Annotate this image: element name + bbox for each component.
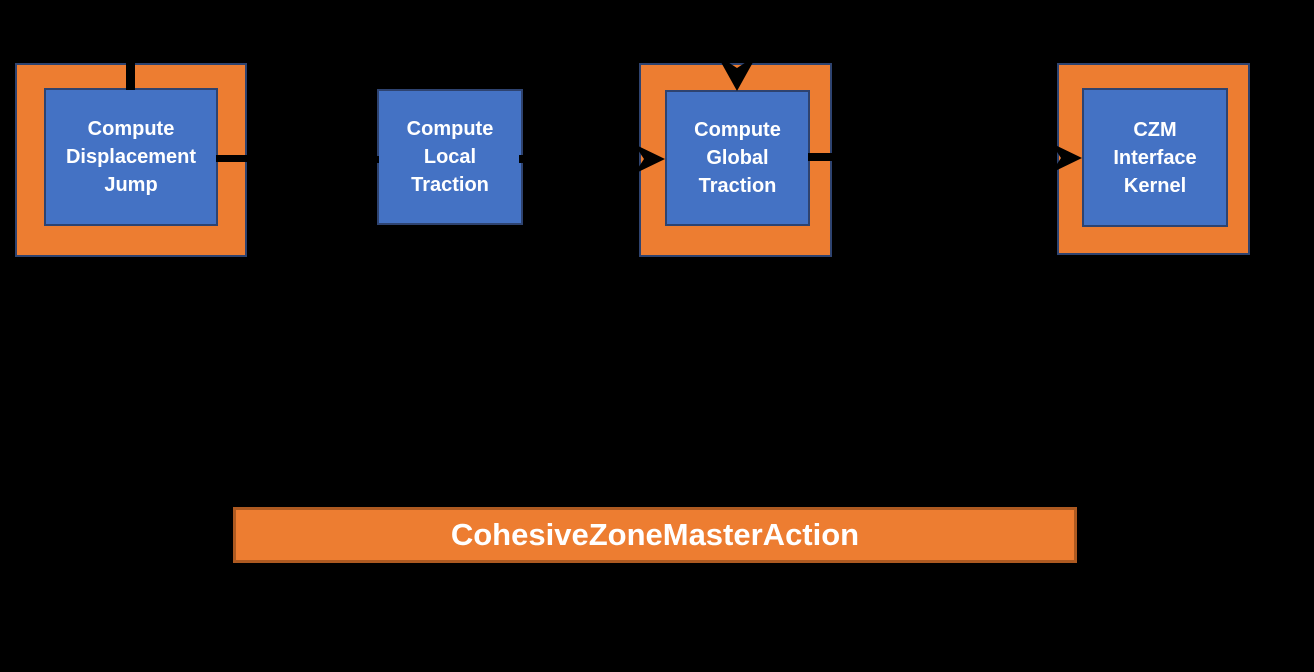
node-label-line: Traction: [411, 174, 489, 196]
node-compute-displacement-jump: Compute Displacement Jump: [44, 88, 218, 226]
node-label-line: Jump: [104, 174, 158, 196]
node-label-line: Compute: [406, 118, 494, 140]
node-compute-local-traction: Compute Local Traction: [377, 89, 523, 225]
node-label-line: Local: [423, 146, 477, 168]
cohesive-zone-master-action-banner: CohesiveZoneMasterAction: [233, 507, 1077, 563]
node-label-line: Global: [706, 147, 769, 169]
node-label-line: Interface: [1113, 146, 1197, 169]
node-label-line: Traction: [698, 175, 777, 197]
node-label-line: CZM: [1133, 118, 1177, 141]
node-label-line: Kernel: [1123, 174, 1187, 197]
node-compute-global-traction: Compute Global Traction: [665, 90, 810, 226]
node-czm-interface-kernel: CZM Interface Kernel: [1082, 88, 1228, 227]
node-label-line: Displacement: [65, 146, 197, 168]
node-label-line: Compute: [87, 118, 175, 140]
node-label-line: Compute: [694, 119, 781, 141]
banner-label: CohesiveZoneMasterAction: [450, 517, 860, 552]
